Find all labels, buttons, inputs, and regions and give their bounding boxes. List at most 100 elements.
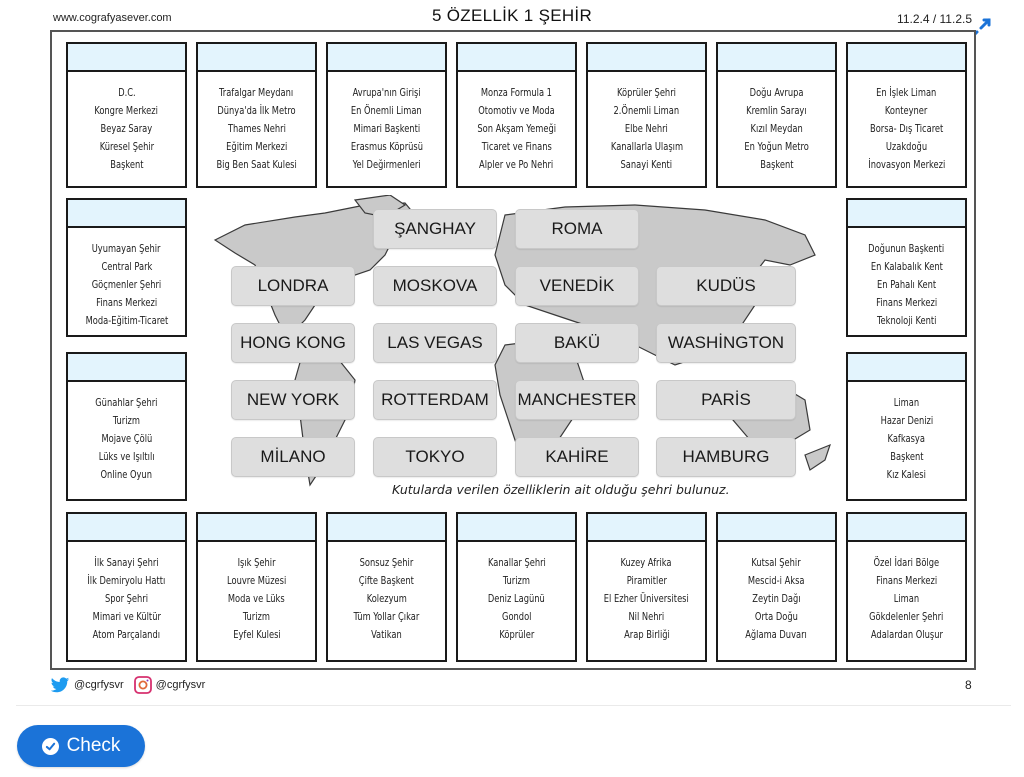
clue-box: Özel İdari Bölge Finans Merkezi Liman Gö…	[846, 512, 967, 662]
clue-line: Günahlar Şehri	[95, 397, 158, 409]
worksheet-title: 5 ÖZELLİK 1 ŞEHİR	[431, 6, 593, 25]
clue-line: Big Ben Saat Kulesi	[216, 159, 297, 171]
city-tile-kahire[interactable]: KAHİRE	[515, 437, 639, 477]
answer-drop-zone[interactable]	[328, 514, 445, 542]
clue-line: Avrupa'nın Girişi	[352, 87, 421, 99]
check-button-label: Check	[66, 735, 121, 756]
clue-line: Arap Birliği	[623, 629, 670, 641]
clue-box: Doğu Avrupa Kremlin Sarayı Kızıl Meydan …	[716, 42, 837, 188]
city-tile-roma[interactable]: ROMA	[515, 209, 639, 249]
clue-line: Elbe Nehri	[625, 123, 668, 135]
answer-drop-zone[interactable]	[588, 514, 705, 542]
city-tile-kudus[interactable]: KUDÜS	[656, 266, 796, 306]
clue-line: Beyaz Saray	[100, 123, 153, 135]
clue-line: Borsa- Dış Ticaret	[869, 123, 944, 135]
twitter-icon	[50, 676, 70, 692]
clue-line: En Yoğun Metro	[744, 141, 809, 153]
answer-drop-zone[interactable]	[848, 200, 965, 228]
city-tile-shanghai[interactable]: ŞANGHAY	[373, 209, 497, 249]
instagram-icon	[133, 676, 152, 694]
clue-line: Kongre Merkezi	[94, 105, 159, 117]
city-tile-new-york[interactable]: NEW YORK	[231, 380, 355, 420]
instruction-text: Kutularda verilen özelliklerin ait olduğ…	[392, 482, 730, 497]
city-tile-las-vegas[interactable]: LAS VEGAS	[373, 323, 497, 363]
clue-line: Kutsal Şehir	[751, 557, 802, 569]
clue-line: Kolezyum	[366, 593, 407, 605]
city-tile-venedik[interactable]: VENEDİK	[515, 266, 639, 306]
clue-line: En Kalabalık Kent	[870, 261, 943, 273]
clue-line: Başkent	[889, 451, 924, 463]
check-button[interactable]: Check	[17, 725, 145, 767]
city-tile-hamburg[interactable]: HAMBURG	[656, 437, 796, 477]
clue-box: Liman Hazar Denizi Kafkasya Başkent Kız …	[846, 352, 967, 501]
answer-drop-zone[interactable]	[68, 354, 185, 382]
clue-line: İlk Demiryolu Hattı	[87, 575, 166, 587]
clue-line: Otomotiv ve Moda	[478, 105, 555, 117]
curriculum-code: 11.2.4 / 11.2.5	[897, 12, 972, 26]
city-tile-tokyo[interactable]: TOKYO	[373, 437, 497, 477]
answer-drop-zone[interactable]	[848, 514, 965, 542]
clue-line: Konteyner	[885, 105, 928, 117]
clue-box: Günahlar Şehri Turizm Mojave Çölü Lüks v…	[66, 352, 187, 501]
answer-drop-zone[interactable]	[68, 44, 185, 72]
clue-line: Gondol	[501, 611, 532, 623]
clue-line: Köprüler	[499, 629, 534, 641]
clue-line: Turizm	[242, 611, 271, 623]
city-tile-milano[interactable]: MİLANO	[231, 437, 355, 477]
clue-line: Uzakdoğu	[885, 141, 928, 153]
clue-line: Son Akşam Yemeği	[477, 123, 556, 135]
clue-line: Kafkasya	[887, 433, 926, 445]
answer-drop-zone[interactable]	[198, 514, 315, 542]
clue-line: Finans Merkezi	[875, 297, 937, 309]
clue-line: Moda-Eğitim-Ticaret	[85, 315, 168, 327]
clue-line: Yel Değirmenleri	[352, 159, 421, 171]
city-tile-londra[interactable]: LONDRA	[231, 266, 355, 306]
clue-line: Kanallarla Ulaşım	[610, 141, 683, 153]
answer-drop-zone[interactable]	[328, 44, 445, 72]
clue-box: İlk Sanayi Şehri İlk Demiryolu Hattı Spo…	[66, 512, 187, 662]
clue-line: Erasmus Köprüsü	[350, 141, 423, 153]
social-footer: @cgrfysvr @cgrfysvr	[50, 676, 205, 694]
clue-line: Başkent	[109, 159, 144, 171]
clue-line: Eyfel Kulesi	[232, 629, 281, 641]
clue-box: Kanallar Şehri Turizm Deniz Lagünü Gondo…	[456, 512, 577, 662]
answer-drop-zone[interactable]	[458, 514, 575, 542]
answer-drop-zone[interactable]	[718, 514, 835, 542]
clue-box: Doğunun Başkenti En Kalabalık Kent En Pa…	[846, 198, 967, 337]
city-tile-baku[interactable]: BAKÜ	[515, 323, 639, 363]
clue-line: Mescid-i Aksa	[748, 575, 805, 587]
clue-box: Monza Formula 1 Otomotiv ve Moda Son Akş…	[456, 42, 577, 188]
clue-line: Turizm	[112, 415, 141, 427]
answer-drop-zone[interactable]	[718, 44, 835, 72]
clue-line: Doğunun Başkenti	[868, 243, 945, 255]
page-number: 8	[965, 678, 972, 692]
clue-box: Işık Şehir Louvre Müzesi Moda ve Lüks Tu…	[196, 512, 317, 662]
answer-drop-zone[interactable]	[848, 354, 965, 382]
clue-line: Eğitim Merkezi	[225, 141, 288, 153]
city-tile-moskova[interactable]: MOSKOVA	[373, 266, 497, 306]
city-tile-paris[interactable]: PARİS	[656, 380, 796, 420]
clue-line: Ticaret ve Finans	[481, 141, 552, 153]
city-tile-rotterdam[interactable]: ROTTERDAM	[373, 380, 497, 420]
divider	[16, 705, 1011, 706]
clue-line: Spor Şehri	[104, 593, 149, 605]
answer-drop-zone[interactable]	[68, 514, 185, 542]
answer-drop-zone[interactable]	[848, 44, 965, 72]
clue-line: Uyumayan Şehir	[92, 243, 161, 255]
city-tile-washington[interactable]: WASHİNGTON	[656, 323, 796, 363]
clue-line: Tüm Yollar Çıkar	[353, 611, 420, 623]
clue-line: 2.Önemli Liman	[613, 105, 680, 117]
clue-line: Mimari Başkenti	[353, 123, 420, 135]
clue-line: D.C.	[117, 87, 136, 99]
city-tile-hong-kong[interactable]: HONG KONG	[231, 323, 355, 363]
clue-line: Mojave Çölü	[101, 433, 152, 445]
clue-line: Kuzey Afrika	[620, 557, 673, 569]
clue-line: Doğu Avrupa	[749, 87, 804, 99]
answer-drop-zone[interactable]	[458, 44, 575, 72]
answer-drop-zone[interactable]	[68, 200, 185, 228]
clue-line: Atom Parçalandı	[92, 629, 161, 641]
answer-drop-zone[interactable]	[588, 44, 705, 72]
answer-drop-zone[interactable]	[198, 44, 315, 72]
clue-line: En İşlek Liman	[876, 87, 937, 99]
city-tile-manchester[interactable]: MANCHESTER	[515, 380, 639, 420]
